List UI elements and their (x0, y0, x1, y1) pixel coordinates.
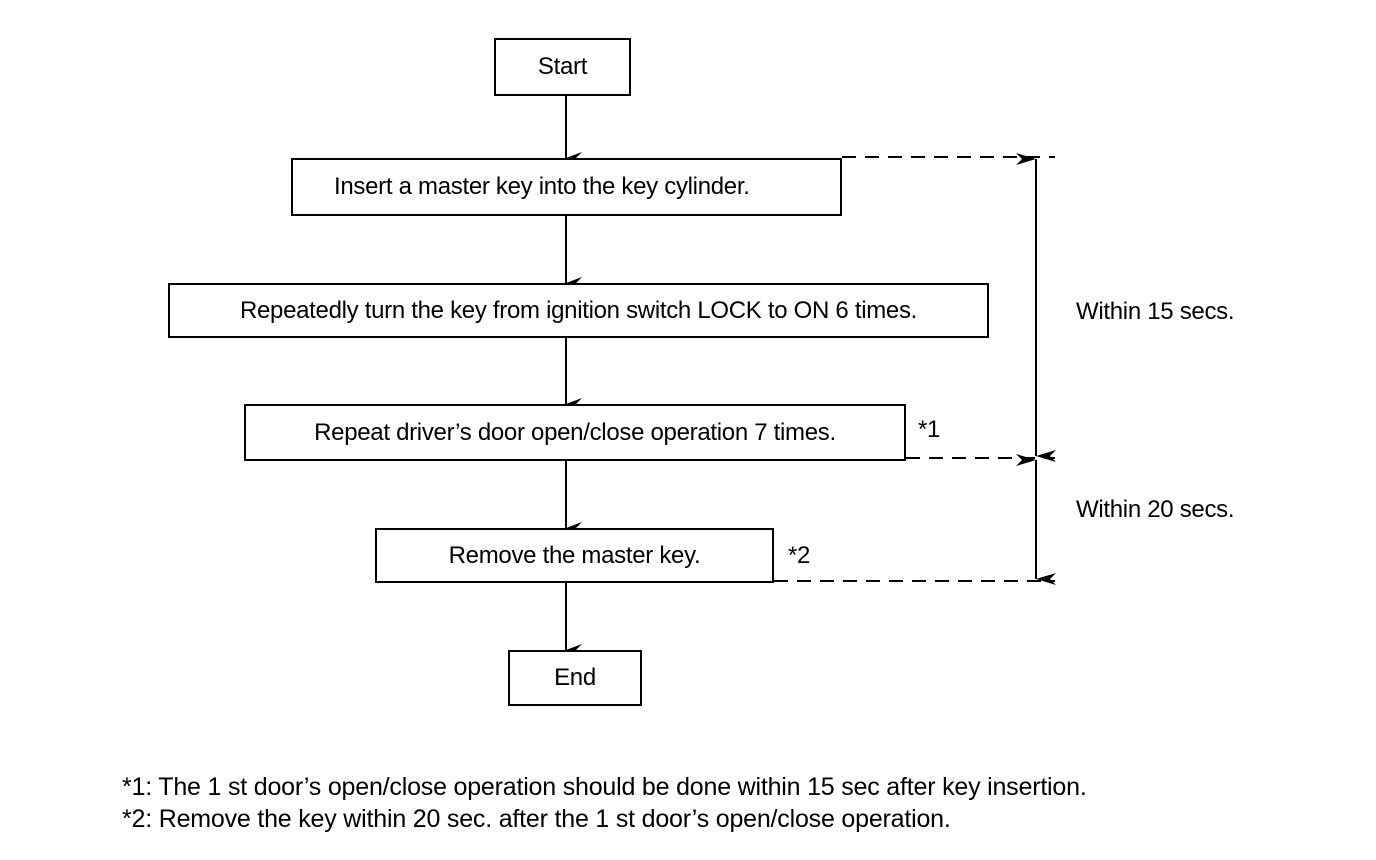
footnote-1: *1: The 1 st door’s open/close operation… (122, 773, 1087, 801)
step-insert-key: Insert a master key into the key cylinde… (291, 158, 842, 216)
interval-label-15-secs: Within 15 secs. (1076, 298, 1235, 325)
step-door-operation: Repeat driver’s door open/close operatio… (244, 404, 906, 461)
start-node: Start (494, 38, 631, 96)
interval-label-20-secs: Within 20 secs. (1076, 496, 1235, 523)
marker-note-1: *1 (918, 416, 941, 443)
marker-note-2: *2 (788, 542, 811, 569)
step-remove-key: Remove the master key. (375, 528, 774, 583)
end-node: End (508, 650, 642, 706)
footnote-2: *2: Remove the key within 20 sec. after … (122, 805, 951, 833)
step-turn-key: Repeatedly turn the key from ignition sw… (168, 283, 989, 338)
